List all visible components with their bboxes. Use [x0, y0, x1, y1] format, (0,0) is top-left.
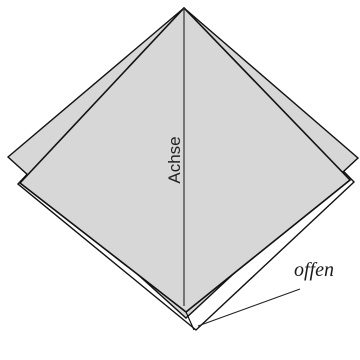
open-label: offen — [294, 259, 334, 281]
axis-label: Achse — [165, 136, 184, 183]
